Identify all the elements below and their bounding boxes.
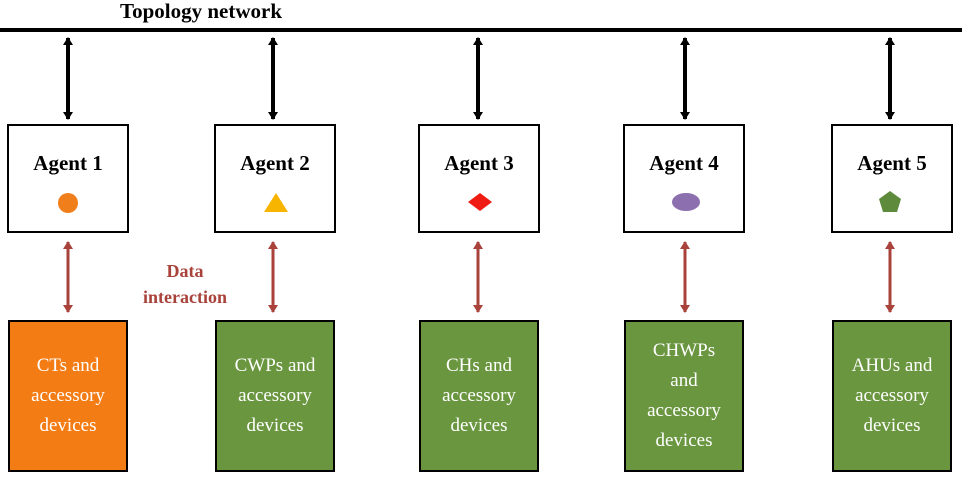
agent-3-group: Agent 3 xyxy=(418,37,540,313)
topology-network-title: Topology network xyxy=(120,0,283,23)
device-box-5-line-3: devices xyxy=(863,415,921,436)
device-box-2: CWPs and accessory devices xyxy=(215,320,335,472)
device-box-3-line-3: devices xyxy=(450,415,508,436)
agent-1-label: Agent 1 xyxy=(33,151,102,175)
pentagon-icon xyxy=(879,191,901,212)
ellipse-icon xyxy=(672,193,700,211)
device-box-4-line-3: accessory xyxy=(647,400,721,421)
device-box-2-line-2: accessory xyxy=(238,385,312,406)
device-box-1-line-3: devices xyxy=(39,415,97,436)
agent-3-label: Agent 3 xyxy=(444,151,513,175)
triangle-icon xyxy=(264,193,288,212)
device-box-1-line-1: CTs and xyxy=(36,355,100,376)
device-box-5-line-2: accessory xyxy=(855,385,929,406)
device-box-3-line-1: CHs and xyxy=(446,355,512,376)
agent-5-label: Agent 5 xyxy=(857,151,926,175)
agent-3-box xyxy=(418,124,540,233)
device-box-3: CHs and accessory devices xyxy=(419,320,539,472)
device-box-1-line-2: accessory xyxy=(31,385,105,406)
device-box-2-line-1: CWPs and xyxy=(234,355,316,376)
device-box-4: CHWPs and accessory devices xyxy=(624,320,744,472)
device-box-3-line-2: accessory xyxy=(442,385,516,406)
agent-2-box xyxy=(214,124,336,233)
device-box-5: AHUs and accessory devices xyxy=(832,320,952,472)
data-interaction-label-line-1: Data xyxy=(166,261,204,281)
data-interaction-label-line-2: interaction xyxy=(143,287,227,307)
agent-2-label: Agent 2 xyxy=(240,151,309,175)
device-box-4-line-1: CHWPs xyxy=(652,340,716,361)
agent-1-group: Agent 1 xyxy=(7,37,129,313)
circle-icon xyxy=(58,193,78,213)
agent-4-group: Agent 4 xyxy=(623,37,745,313)
agent-5-group: Agent 5 xyxy=(831,37,953,313)
diamond-icon xyxy=(468,193,492,211)
device-box-4-line-4: devices xyxy=(655,430,713,451)
agent-2-group: Agent 2 xyxy=(214,37,336,313)
device-box-1: CTs and accessory devices xyxy=(8,320,128,472)
agent-1-box xyxy=(7,124,129,233)
agent-4-label: Agent 4 xyxy=(649,151,719,175)
device-box-5-line-1: AHUs and xyxy=(851,355,933,376)
agent-5-box xyxy=(831,124,953,233)
device-box-2-line-3: devices xyxy=(246,415,304,436)
data-interaction-label: Data interaction xyxy=(135,258,235,310)
agent-4-box xyxy=(623,124,745,233)
device-box-4-line-2: and xyxy=(670,370,698,391)
